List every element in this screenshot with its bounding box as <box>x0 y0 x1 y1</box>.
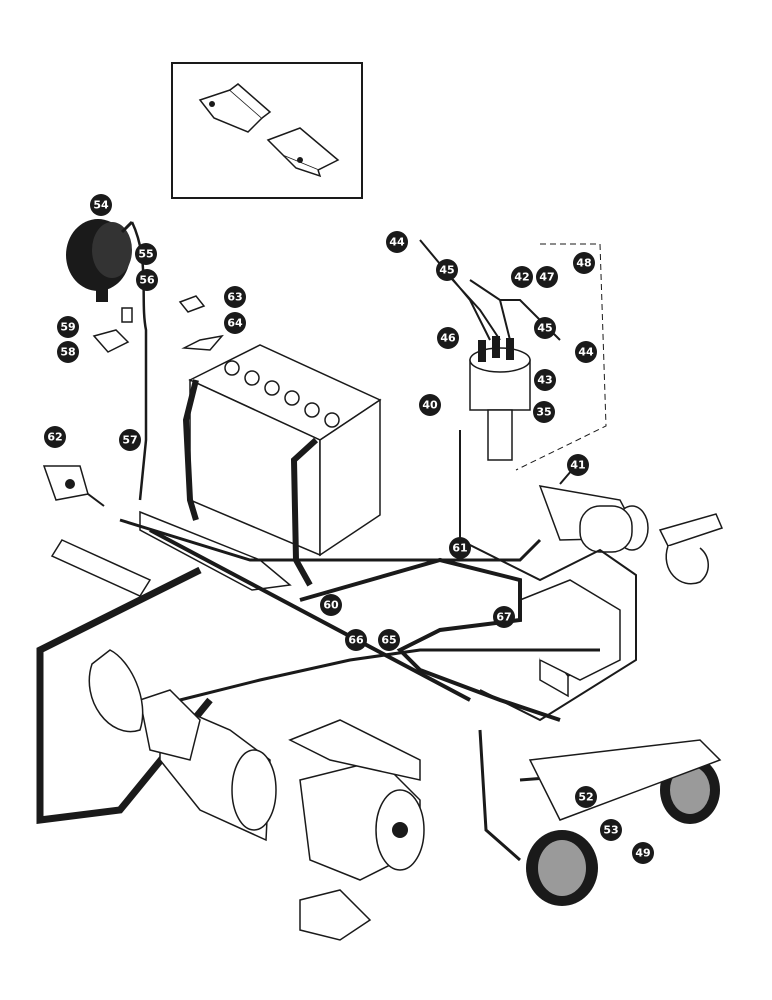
battery <box>188 344 382 557</box>
battery-cable-negative <box>182 379 199 521</box>
coil-bracket <box>658 513 724 585</box>
main-harness-lower <box>149 528 471 702</box>
svg-text:58: 58 <box>60 346 75 359</box>
callout-44-right: 44 <box>575 341 597 363</box>
callout-35: 35 <box>533 401 555 423</box>
svg-text:47: 47 <box>539 271 554 284</box>
svg-text:61: 61 <box>452 542 467 555</box>
dashed-guide <box>515 243 607 471</box>
svg-text:56: 56 <box>139 274 155 287</box>
svg-text:49: 49 <box>635 847 650 860</box>
regulator-bracket <box>519 579 621 681</box>
svg-text:44: 44 <box>578 346 594 359</box>
lamp-bracket <box>92 307 133 353</box>
callout-63: 63 <box>224 286 246 308</box>
callout-61: 61 <box>449 537 471 559</box>
callout-62: 62 <box>44 426 66 448</box>
distributor <box>469 336 531 461</box>
work-lamp <box>66 219 134 302</box>
ground-cable <box>36 566 213 824</box>
callout-49: 49 <box>632 842 654 864</box>
svg-text:44: 44 <box>389 236 405 249</box>
svg-text:57: 57 <box>122 434 137 447</box>
callout-43: 43 <box>534 369 556 391</box>
harness-bracket <box>50 539 152 597</box>
callout-44-top: 44 <box>386 231 408 253</box>
svg-text:41: 41 <box>570 459 585 472</box>
lower-harness <box>179 648 600 702</box>
generator <box>299 759 425 881</box>
callout-41: 41 <box>567 454 589 476</box>
clip-64 <box>181 334 224 351</box>
callout-57: 57 <box>119 429 141 451</box>
heavy-harness <box>299 557 561 722</box>
clip-63 <box>178 295 206 313</box>
svg-text:46: 46 <box>440 332 456 345</box>
svg-text:35: 35 <box>536 406 551 419</box>
svg-text:64: 64 <box>227 317 243 330</box>
svg-text:43: 43 <box>537 374 552 387</box>
callout-40: 40 <box>419 394 441 416</box>
callout-53: 53 <box>600 819 622 841</box>
callout-54: 54 <box>90 194 112 216</box>
generator-bracket <box>288 719 421 781</box>
inset-box <box>171 62 363 199</box>
callout-47: 47 <box>536 266 558 288</box>
callout-42: 42 <box>511 266 533 288</box>
battery-cable-positive <box>290 437 319 587</box>
svg-text:54: 54 <box>93 199 109 212</box>
mounting-plate <box>459 430 637 722</box>
belt-guard <box>299 889 372 941</box>
svg-text:45: 45 <box>537 322 552 335</box>
svg-text:48: 48 <box>576 257 591 270</box>
svg-text:40: 40 <box>422 399 438 412</box>
svg-text:42: 42 <box>514 271 529 284</box>
svg-text:60: 60 <box>323 599 339 612</box>
spark-plug-wires <box>419 239 561 341</box>
callout-65: 65 <box>378 629 400 651</box>
tail-lamp-left <box>526 830 598 906</box>
switch-62 <box>42 465 105 507</box>
callout-45-top: 45 <box>436 259 458 281</box>
svg-text:65: 65 <box>381 634 396 647</box>
callout-60: 60 <box>320 594 342 616</box>
svg-text:52: 52 <box>578 791 593 804</box>
callout-46: 46 <box>437 327 459 349</box>
svg-text:67: 67 <box>496 611 511 624</box>
callout-67: 67 <box>493 606 515 628</box>
inset-bracket-right <box>266 127 340 178</box>
callout-48: 48 <box>573 252 595 274</box>
svg-text:53: 53 <box>603 824 618 837</box>
starter-motor <box>139 689 277 842</box>
callout-59: 59 <box>57 316 79 338</box>
callout-55: 55 <box>135 243 157 265</box>
gasket <box>88 649 144 733</box>
callout-66: 66 <box>345 629 367 651</box>
svg-text:45: 45 <box>439 264 454 277</box>
callout-58: 58 <box>57 341 79 363</box>
ignition-coil <box>538 469 649 553</box>
svg-text:62: 62 <box>47 431 62 444</box>
callout-56: 56 <box>136 269 158 291</box>
callout-64: 64 <box>224 312 246 334</box>
svg-text:63: 63 <box>227 291 242 304</box>
inset-bracket-left <box>198 83 272 133</box>
callout-52: 52 <box>575 786 597 808</box>
svg-text:59: 59 <box>60 321 75 334</box>
callout-45-right: 45 <box>534 317 556 339</box>
svg-text:66: 66 <box>348 634 364 647</box>
svg-text:55: 55 <box>138 248 153 261</box>
